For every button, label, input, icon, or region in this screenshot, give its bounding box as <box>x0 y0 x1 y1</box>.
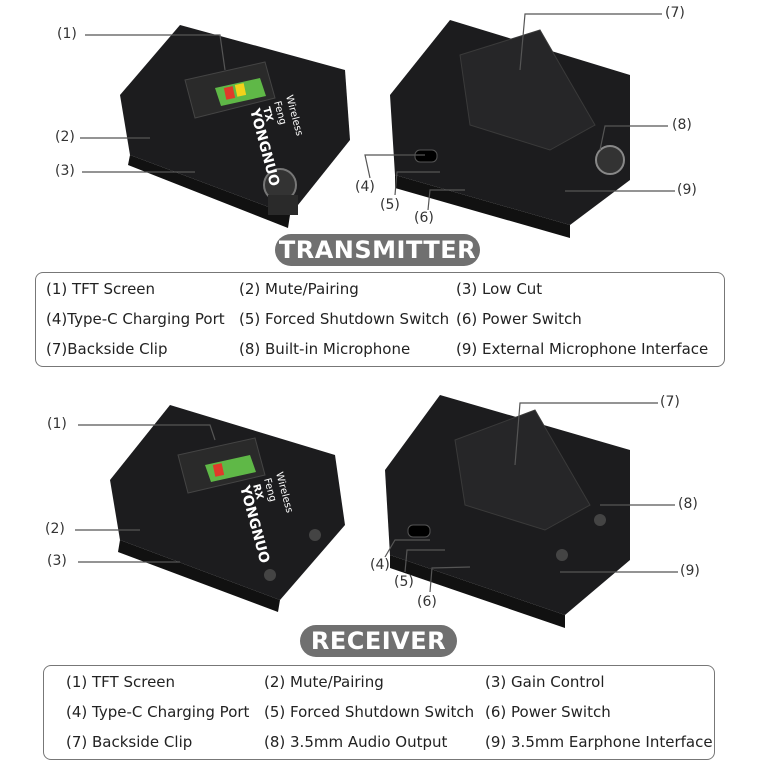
rx-callout-7: (7) <box>660 394 680 410</box>
tx-legend-item: (9) External Microphone Interface <box>456 340 709 358</box>
receiver-back-device <box>385 395 630 628</box>
transmitter-legend: (1) TFT Screen (2) Mute/Pairing (3) Low … <box>35 272 725 367</box>
tx-callout-3: (3) <box>55 163 75 179</box>
rx-legend-item: (9) 3.5mm Earphone Interface <box>485 733 713 751</box>
rx-legend-item: (4) Type-C Charging Port <box>66 703 250 721</box>
rx-callout-1: (1) <box>47 416 67 432</box>
rx-callout-3: (3) <box>47 553 67 569</box>
rx-legend-item: (5) Forced Shutdown Switch <box>264 703 475 721</box>
tx-legend-item: (4)Type-C Charging Port <box>46 310 225 328</box>
tx-legend-item: (1) TFT Screen <box>46 280 156 298</box>
tx-legend-item: (6) Power Switch <box>456 310 582 328</box>
rx-legend-item: (7) Backside Clip <box>66 733 193 751</box>
tx-callout-7: (7) <box>665 5 685 21</box>
tx-callout-1: (1) <box>57 26 77 42</box>
tx-callout-6: (6) <box>414 210 434 226</box>
tx-legend-item: (8) Built-in Microphone <box>239 340 411 358</box>
receiver-banner: RECEIVER <box>300 625 457 657</box>
rx-mode-text: RX <box>250 483 265 501</box>
tx-legend-item: (2) Mute/Pairing <box>239 280 359 298</box>
rx-callout-8: (8) <box>678 496 698 512</box>
tx-legend-item: (3) Low Cut <box>456 280 543 298</box>
transmitter-callout-lines <box>80 13 675 211</box>
rx-legend-item: (8) 3.5mm Audio Output <box>264 733 448 751</box>
transmitter-front-device <box>120 25 350 228</box>
rx-legend-item: (2) Mute/Pairing <box>264 673 384 691</box>
rx-callout-4: (4) <box>370 557 390 573</box>
receiver-callout-lines <box>75 402 678 593</box>
tx-callout-4: (4) <box>355 179 375 195</box>
tx-callout-5: (5) <box>380 197 400 213</box>
tx-callout-9: (9) <box>677 182 697 198</box>
rx-callout-6: (6) <box>417 594 437 610</box>
tx-callout-2: (2) <box>55 129 75 145</box>
rx-callout-5: (5) <box>394 574 414 590</box>
receiver-legend: (1) TFT Screen (2) Mute/Pairing (3) Gain… <box>43 665 715 760</box>
transmitter-banner: TRANSMITTER <box>275 234 480 266</box>
rx-legend-item: (3) Gain Control <box>485 673 605 691</box>
rx-callout-9: (9) <box>680 563 700 579</box>
tx-legend-item: (7)Backside Clip <box>46 340 168 358</box>
tx-callout-8: (8) <box>672 117 692 133</box>
receiver-front-device <box>110 405 345 612</box>
transmitter-back-device <box>390 20 630 238</box>
rx-legend-item: (6) Power Switch <box>485 703 611 721</box>
rx-legend-item: (1) TFT Screen <box>66 673 176 691</box>
tx-legend-item: (5) Forced Shutdown Switch <box>239 310 450 328</box>
rx-callout-2: (2) <box>45 521 65 537</box>
tx-mode-text: TX <box>260 106 274 123</box>
